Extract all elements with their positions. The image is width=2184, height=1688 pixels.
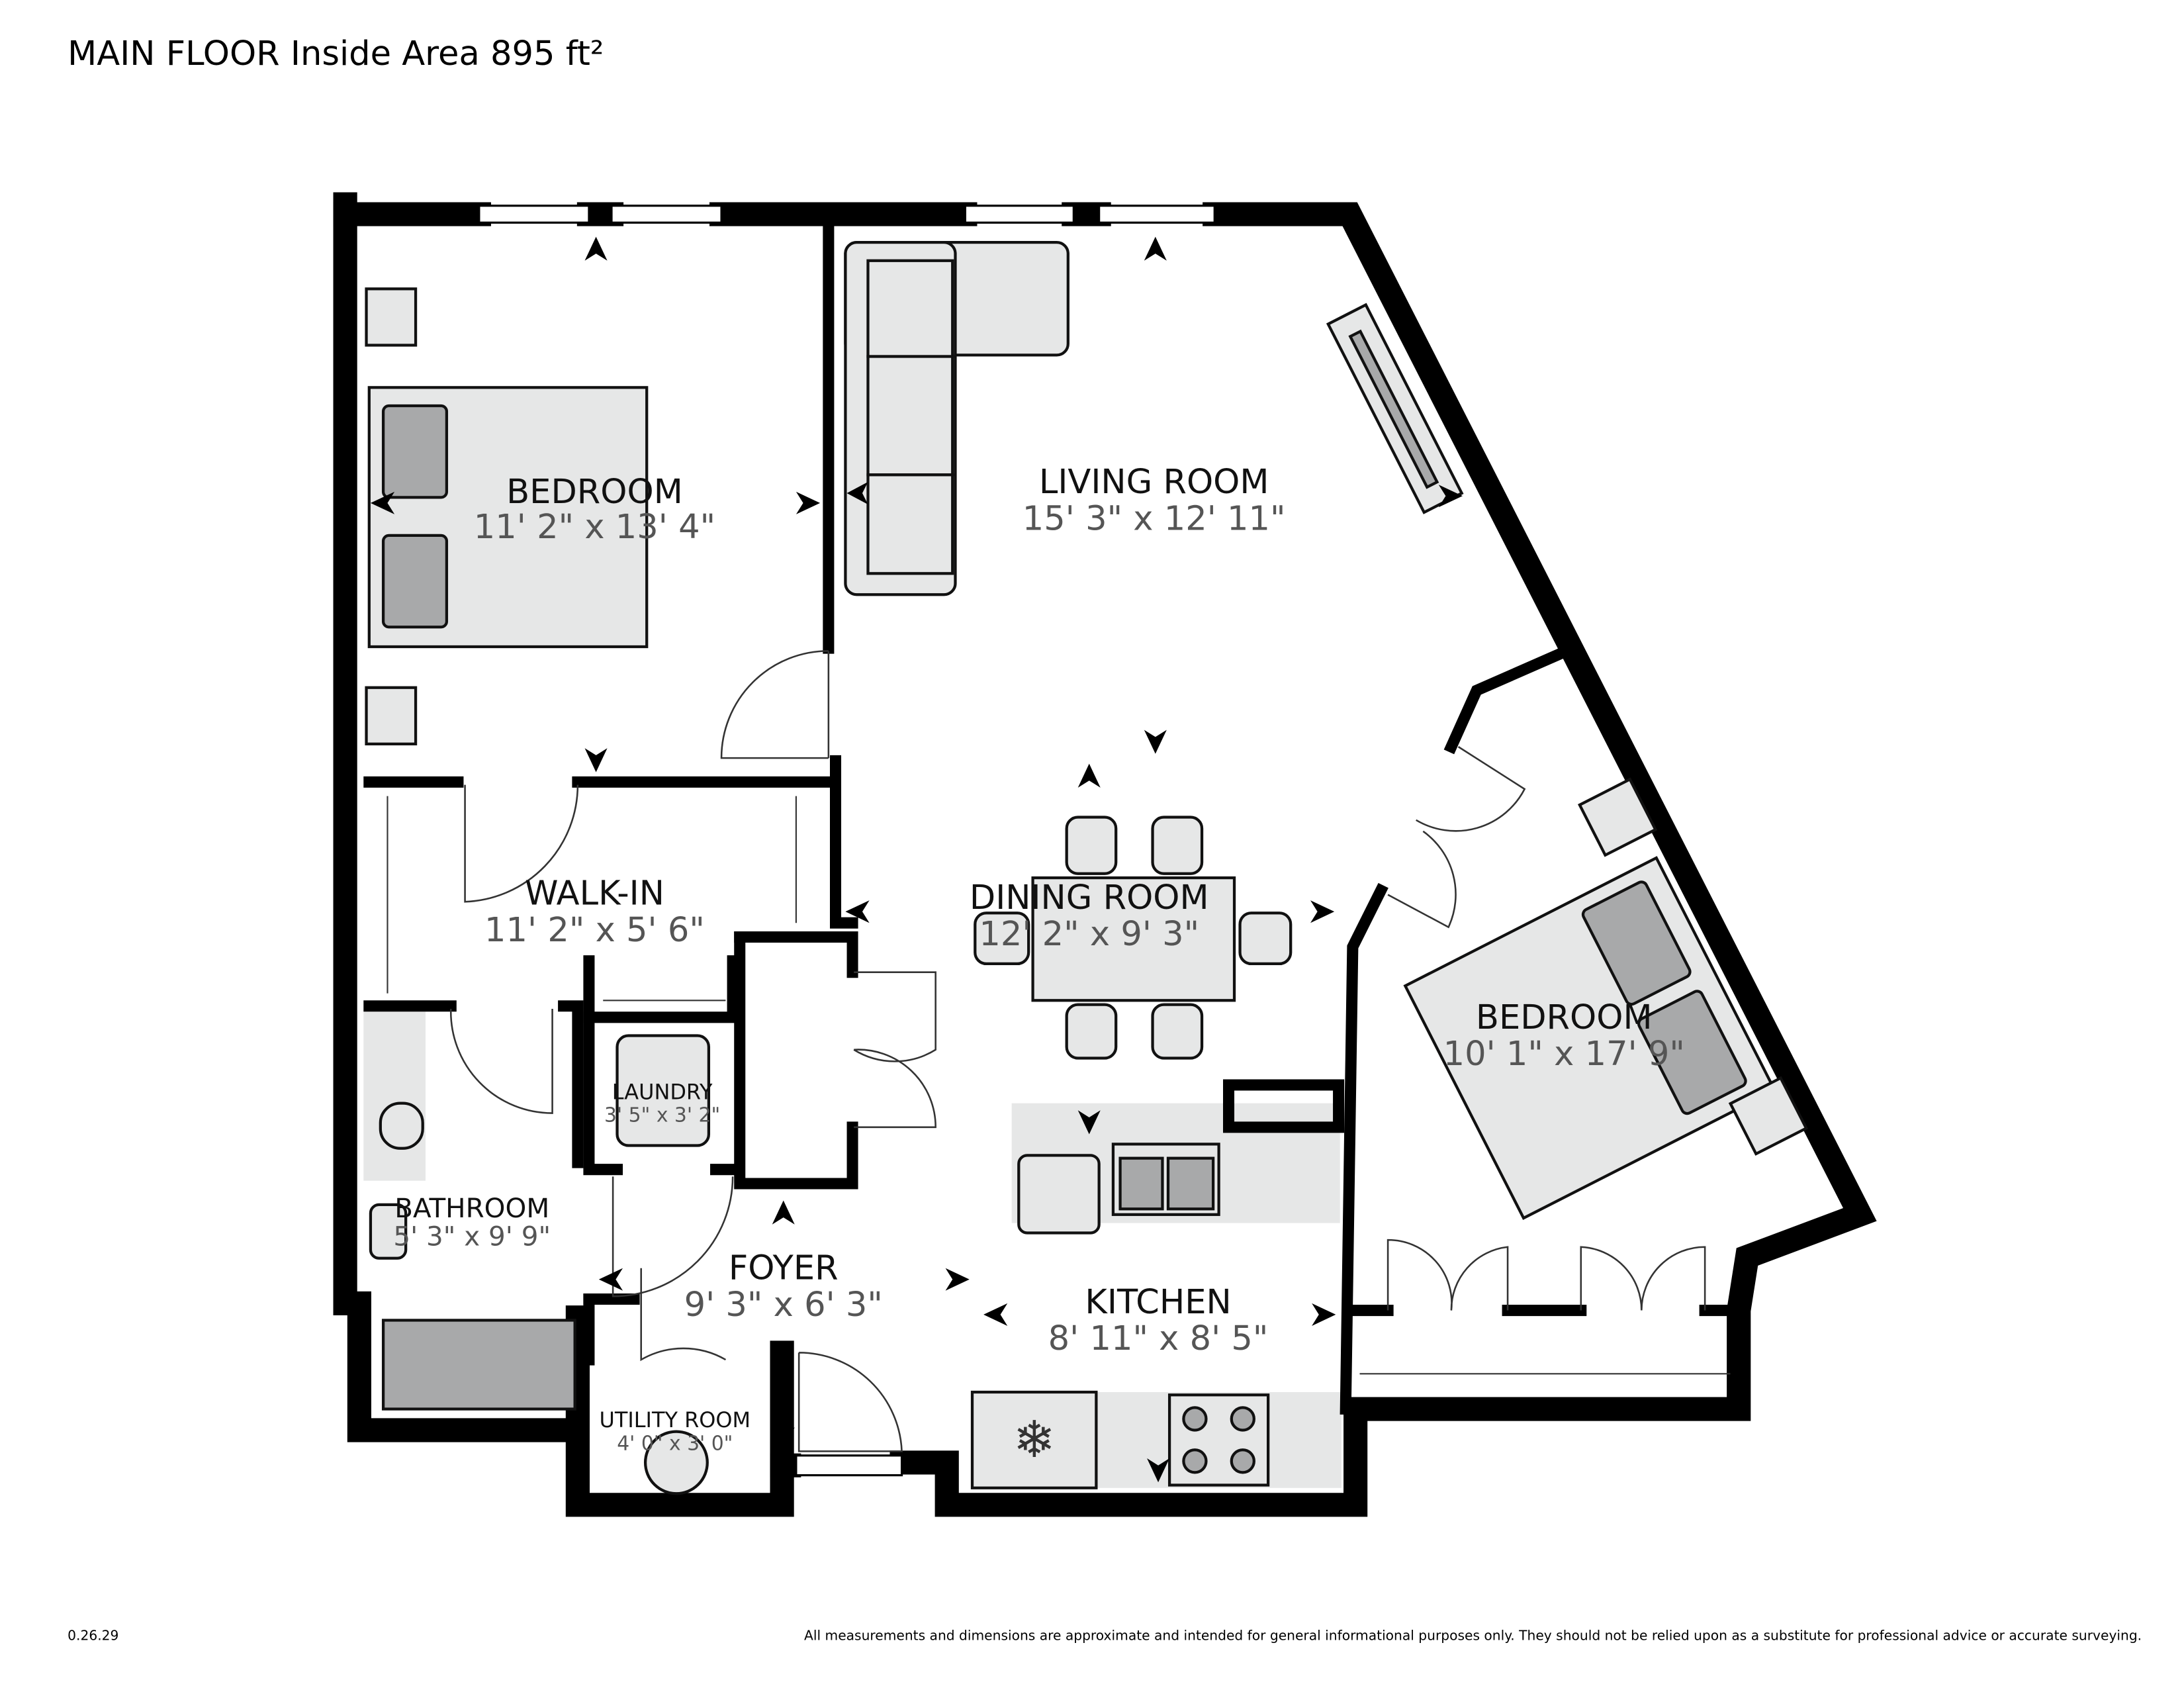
svg-text:11' 2" x 5' 6": 11' 2" x 5' 6" [484,911,705,950]
bed [1403,856,1777,1220]
nightstand [1728,1076,1809,1156]
room-label-living-room: LIVING ROOM 15' 3" x 12' 11" [1023,463,1286,538]
disclaimer: All measurements and dimensions are appr… [804,1628,2142,1644]
svg-text:8' 11" x 8' 5": 8' 11" x 8' 5" [1048,1319,1269,1358]
room-label-bedroom-2: BEDROOM 10' 1" x 17' 9" [1443,998,1685,1074]
svg-text:4' 0" x 3' 0": 4' 0" x 3' 0" [617,1432,733,1455]
room-label-utility-room: UTILITY ROOM 4' 0" x 3' 0" [599,1407,751,1455]
kitchen-stool [1017,1154,1101,1235]
sectional-sofa [844,240,1069,596]
svg-text:LAUNDRY: LAUNDRY [612,1079,713,1104]
refrigerator [970,1390,1098,1489]
sink [1111,1143,1220,1216]
bed [367,386,649,649]
version-number: 0.26.29 [68,1628,118,1644]
svg-text:KITCHEN: KITCHEN [1085,1283,1231,1322]
window [478,205,590,224]
nightstand [365,287,418,347]
room-label-dining-room: DINING ROOM 12' 2" x 9' 3" [970,878,1209,954]
window [964,205,1075,224]
dining-table [974,816,1293,1060]
toilet [369,1203,408,1260]
bathtub [381,1319,576,1411]
nightstand [1577,777,1658,857]
svg-text:DINING ROOM: DINING ROOM [970,878,1209,917]
svg-text:5' 3" x 9' 9": 5' 3" x 9' 9" [393,1221,551,1252]
svg-text:BEDROOM: BEDROOM [506,473,683,512]
water-heater [643,1430,709,1495]
bathroom-vanity [363,1011,426,1181]
stove [1167,1393,1270,1487]
svg-text:9' 3" x 6' 3": 9' 3" x 6' 3" [684,1286,883,1325]
room-label-bedroom-1: BEDROOM 11' 2" x 13' 4" [474,473,715,547]
window [1098,205,1216,224]
room-label-laundry: LAUNDRY 3' 5" x 3' 2" [604,1079,720,1127]
svg-text:11' 2" x 13' 4": 11' 2" x 13' 4" [474,508,715,547]
svg-text:12' 2" x 9' 3": 12' 2" x 9' 3" [979,915,1199,954]
svg-text:UTILITY ROOM: UTILITY ROOM [599,1407,751,1432]
exterior-walls [333,192,1877,1517]
room-label-foyer: FOYER 9' 3" x 6' 3" [684,1249,883,1325]
svg-text:LIVING ROOM: LIVING ROOM [1039,463,1269,502]
snowflake-icon: ❄ [1013,1411,1056,1470]
room-label-kitchen: KITCHEN 8' 11" x 8' 5" [1048,1283,1269,1358]
interior-walls [363,220,1745,1415]
entry-threshold [795,1454,903,1477]
room-label-walk-in: WALK-IN 11' 2" x 5' 6" [484,874,705,950]
svg-text:10' 1" x 17' 9": 10' 1" x 17' 9" [1443,1035,1685,1074]
camera-view-arrows [370,236,1463,1483]
svg-text:BEDROOM: BEDROOM [1476,998,1653,1037]
svg-text:15' 3" x 12' 11": 15' 3" x 12' 11" [1023,499,1286,538]
washer-dryer [615,1034,711,1147]
nightstand [365,686,418,746]
svg-text:FOYER: FOYER [729,1249,839,1288]
bathroom-sink [379,1102,424,1150]
doors [450,650,1706,1452]
closet-rods [387,796,1731,1375]
window [610,205,723,224]
room-label-bathroom: BATHROOM 5' 3" x 9' 9" [393,1192,551,1252]
svg-text:BATHROOM: BATHROOM [394,1192,549,1224]
tv-console [1326,303,1464,514]
svg-text:WALK-IN: WALK-IN [525,874,664,914]
svg-text:3' 5" x 3' 2": 3' 5" x 3' 2" [604,1103,720,1127]
plan-title: MAIN FLOOR Inside Area 895 ft² [68,34,604,73]
